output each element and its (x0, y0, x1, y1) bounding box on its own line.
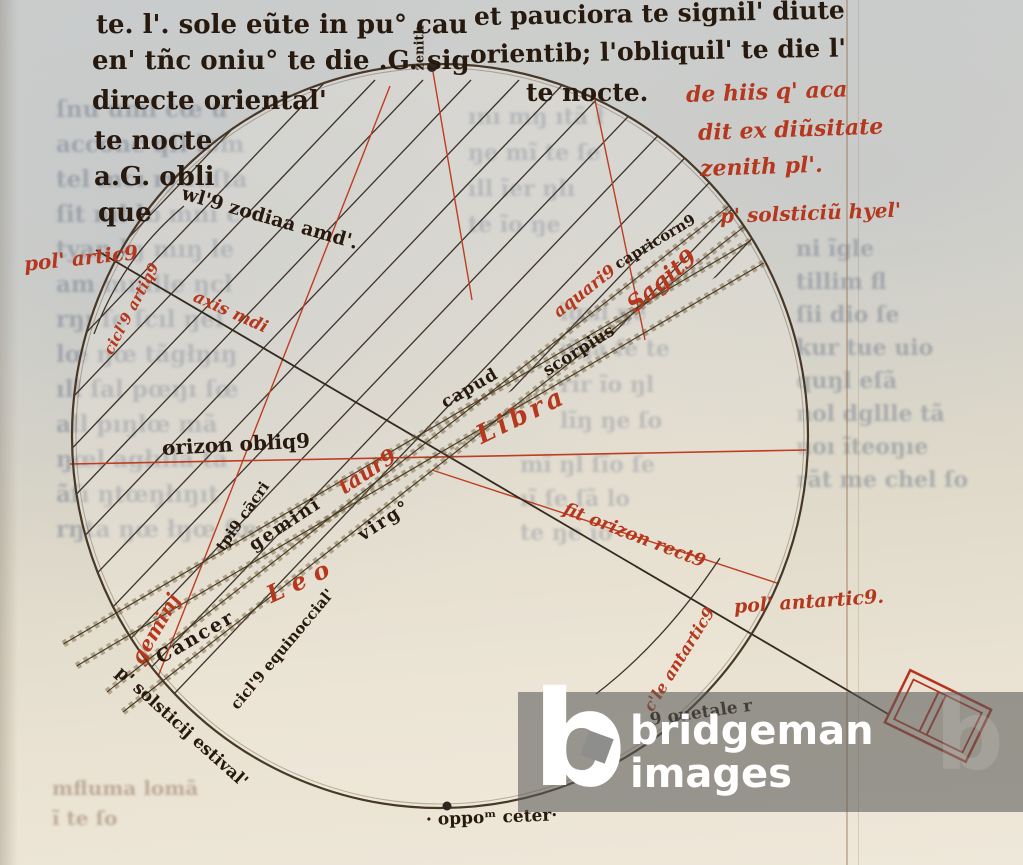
bleed-top-center: ŋe mĩ te ſe (468, 140, 601, 166)
paragraph-left-line4: te nocte (94, 126, 213, 156)
bleed-lower-center: mĩ ŋl ſĩo ſe (520, 452, 655, 478)
sign-taurus: taur9 (333, 443, 401, 499)
bleed-left-column: ãſı ŋtœŋłıŋıt (56, 481, 219, 508)
bleed-mid-right: lĩŋ ŋe ſo (560, 408, 663, 434)
watermark-band: b bridgeman images (518, 674, 1023, 812)
bleed-right-column: quŋl eſã (796, 368, 898, 394)
bleed-bottom-left: ĩ te ſo (52, 806, 118, 830)
red-line (432, 71, 473, 301)
sign-virgo: virg° (354, 495, 415, 546)
bleed-left-column: lœ ŋœ tãgłŋıŋ (56, 341, 238, 368)
rubric-line1: de hiis q' aca (685, 76, 848, 108)
paragraph-left-line1: te. l'. sole eũte in pu° cau (96, 10, 468, 40)
paragraph-right-line3: te nocte. (526, 78, 649, 107)
label-pole-antarctic: pol' antartic9. (733, 585, 885, 618)
bleed-right-column: rãt me chel ſo (796, 467, 969, 493)
bleed-right-column: tillim fl (796, 269, 887, 295)
bleed-right-column: nol dgllle tã (796, 401, 945, 427)
bleed-mid-right: rĩr ĩo ŋl (560, 372, 655, 398)
watermark-faint-logo: b (935, 680, 1004, 792)
label-zenith: zenith (412, 25, 428, 71)
label-circle-arctic: cicl'9 artiq9 (99, 259, 163, 358)
bleed-right-column: ſii dio ſe (796, 302, 900, 328)
watermark-text: bridgeman images (630, 710, 874, 796)
label-axis-mundi: axis mdi (190, 286, 271, 338)
paragraph-left-line6: que (98, 198, 152, 228)
sign-aquarius: aquari9 (549, 260, 620, 322)
bleed-top-center: te ĩo ŋe (468, 212, 561, 238)
paragraph-left-line2: en' tñc oniu° te die .G. sig' (92, 46, 478, 76)
label-equinoctial: cicl'9 equinoccial' (226, 585, 338, 713)
paragraph-left-line5: a.G. obli (94, 162, 215, 192)
paragraph-right-line1: et pauciora te signil' diute (473, 0, 846, 31)
sign-caput: capud (437, 364, 502, 413)
label-pole-arctic: pol' artic9 (22, 240, 140, 276)
label-horizon-oblique: orizon obliq9 (161, 428, 311, 460)
bleed-bottom-left: mfluma lomã (52, 776, 199, 800)
paragraph-left-line3: directe oriental' (92, 86, 327, 116)
sign-libra: Libra (471, 381, 572, 451)
bleed-top-center: ını mŋ ıtã ł (468, 104, 605, 130)
bleed-right-column: uoı ĩteoŋıe (796, 434, 929, 460)
bleed-left-column: ıll ſal pœŋı ſœ (56, 376, 239, 403)
bleed-top-center: ıll ĩer ŋlı (468, 176, 576, 202)
bleed-right-column: kur tue uio (796, 335, 934, 361)
label-horizon-rectus: fit orizon rect9 (560, 498, 709, 573)
watermark-title: bridgeman (630, 708, 874, 754)
watermark-subtitle: images (630, 751, 792, 797)
paragraph-right-line2: orientib; l'obliquil' te die l' (469, 33, 847, 69)
sign-scorpius: scorpius (539, 320, 619, 381)
rubric-winter-solstice: p' solsticiũ hyel' (719, 197, 902, 228)
rubric-line2: dit ex diũsitate (697, 113, 884, 146)
label-summer-solstice: p' solsticij estival' (111, 662, 252, 792)
rubric-line3: zenith pl'. (699, 151, 824, 182)
label-zodiac-pole: wl'9 zodiaa amd'. (179, 182, 361, 254)
bridgeman-logo: b (532, 674, 627, 806)
axis-mundi-line (95, 249, 889, 715)
bleed-right-column: ni ĩgle (796, 236, 875, 262)
